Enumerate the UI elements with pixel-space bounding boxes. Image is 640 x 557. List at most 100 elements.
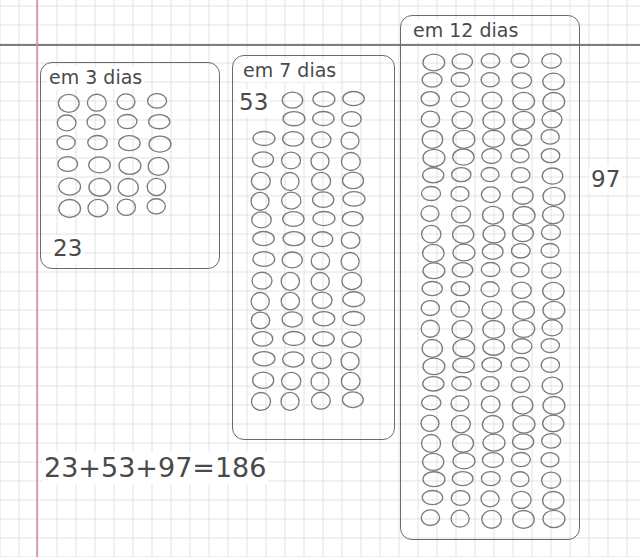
count-number: 23	[51, 235, 84, 263]
pencil-circle	[119, 157, 141, 174]
pencil-circle	[513, 301, 535, 319]
pencil-circle	[541, 225, 560, 240]
grid-line	[0, 443, 640, 444]
pencil-circle	[422, 187, 441, 201]
pencil-circle	[481, 54, 499, 68]
grid-line	[494, 0, 495, 557]
pencil-circle	[543, 396, 565, 414]
pencil-circle	[251, 172, 270, 190]
pencil-circle	[89, 178, 111, 196]
pencil-circle	[423, 358, 445, 374]
grid-line	[38, 0, 39, 557]
day-box: em 3 dias 23	[40, 62, 220, 269]
pencil-circle	[512, 225, 533, 241]
pencil-circle	[543, 491, 564, 509]
pencil-circle	[281, 392, 299, 410]
pencil-circle	[481, 168, 499, 182]
pencil-circle	[312, 172, 331, 190]
pencil-circle	[342, 332, 362, 348]
pencil-circle	[252, 212, 271, 228]
pencil-circle	[542, 111, 562, 128]
pencil-circle	[511, 168, 530, 183]
pencil-circle	[512, 187, 533, 204]
grid-line	[608, 0, 609, 557]
pencil-circle	[512, 282, 532, 298]
pencil-circle	[452, 377, 471, 391]
pencil-circle	[253, 352, 275, 366]
pencil-circle	[149, 115, 170, 129]
pencil-circle	[59, 199, 81, 217]
pencil-circle	[313, 112, 334, 126]
pencil-circle	[251, 192, 269, 210]
pencil-circle	[251, 312, 269, 329]
pencil-circle	[341, 252, 359, 270]
pencil-circle	[421, 111, 439, 127]
pencil-circle	[311, 372, 329, 390]
pencil-circle	[451, 301, 469, 317]
pencil-circle	[281, 172, 299, 190]
pencil-circle	[312, 292, 332, 308]
pencil-circle	[451, 491, 470, 506]
pencil-circle	[481, 73, 499, 87]
pencil-circle	[282, 372, 301, 389]
pencil-circle	[313, 92, 335, 107]
pencil-circle	[422, 396, 441, 410]
pencil-circle	[511, 453, 530, 467]
grid-line	[0, 25, 640, 26]
pencil-circle	[482, 92, 502, 108]
pencil-circle	[513, 320, 535, 337]
pencil-circle	[341, 352, 359, 370]
pencil-circle	[453, 225, 474, 243]
grid-line	[589, 0, 590, 557]
pencil-circle	[342, 272, 362, 289]
pencil-circle	[451, 282, 469, 296]
pencil-circle	[421, 206, 439, 221]
pencil-circle	[511, 472, 529, 487]
pencil-circle	[313, 212, 335, 226]
pencil-circle	[542, 54, 562, 69]
pencil-circle	[543, 282, 564, 299]
pencil-circle	[421, 415, 439, 431]
pencil-circle	[452, 54, 472, 69]
pencil-circle	[513, 111, 535, 129]
pencil-circle	[422, 225, 441, 243]
pencil-circle	[482, 206, 503, 224]
pencil-circle	[253, 252, 275, 267]
pencil-circle	[542, 263, 561, 278]
pencil-circle	[482, 415, 503, 433]
box-heading: em 3 dias	[47, 66, 144, 89]
pencil-circle	[543, 206, 564, 223]
pencil-circle	[423, 244, 444, 262]
pencil-circle	[482, 301, 502, 318]
pencil-circle	[482, 149, 502, 164]
pencil-circle	[482, 510, 502, 528]
pencil-circle	[282, 192, 301, 209]
pencil-circle	[481, 377, 499, 391]
pencil-circle	[452, 168, 471, 182]
pencil-circle	[543, 415, 564, 432]
pencil-circle	[481, 396, 500, 413]
grid-line	[0, 6, 640, 7]
pencil-circle	[541, 130, 559, 145]
pencil-circle	[283, 352, 304, 367]
pencil-circle	[118, 178, 138, 196]
pencil-circle	[511, 54, 529, 68]
pencil-circle	[511, 149, 529, 163]
pencil-circle	[341, 232, 360, 248]
grid-line	[380, 0, 381, 557]
pencil-circle	[282, 252, 302, 268]
grid-line	[627, 0, 628, 557]
pencil-circle	[483, 130, 505, 147]
pencil-circle	[512, 339, 532, 354]
margin-line	[36, 0, 38, 557]
pencil-circle	[89, 157, 111, 173]
pencil-circle	[117, 94, 135, 110]
pencil-circle	[283, 132, 304, 147]
pencil-circle	[541, 453, 559, 467]
pencil-circle	[543, 301, 565, 319]
pencil-circle	[452, 472, 473, 486]
pencil-circle	[452, 206, 471, 223]
day-box: em 12 dias97	[400, 15, 580, 540]
pencil-circle	[452, 263, 472, 278]
pencil-circle	[453, 149, 474, 165]
